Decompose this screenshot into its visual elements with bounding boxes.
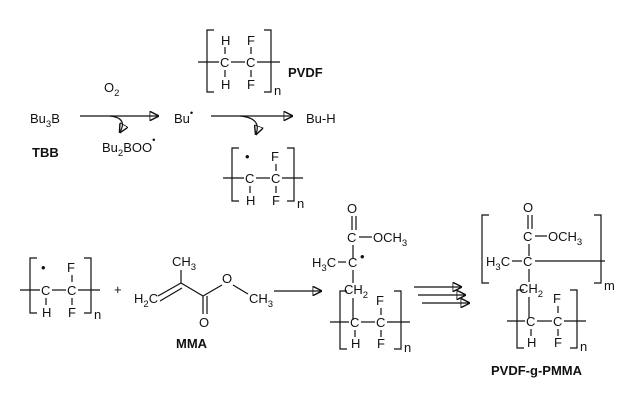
svg-text:H: H <box>221 33 230 48</box>
svg-text:CH2: CH2 <box>519 281 543 300</box>
svg-text:H: H <box>246 193 255 208</box>
svg-text:OCH3: OCH3 <box>373 230 407 249</box>
svg-text:•: • <box>360 249 365 264</box>
svg-text:F: F <box>553 291 561 306</box>
svg-text:C: C <box>526 314 535 329</box>
svg-text:H3C: H3C <box>486 254 510 273</box>
svg-text:C: C <box>553 314 562 329</box>
oxygen-label: O2 <box>104 80 119 99</box>
tbb-group: Bu3B TBB <box>30 111 60 160</box>
svg-text:C: C <box>246 55 255 70</box>
byproduct-arrow-1 <box>109 115 122 132</box>
svg-text:F: F <box>554 335 562 350</box>
svg-text:C: C <box>523 229 532 244</box>
byproduct-arrow-2 <box>239 115 257 134</box>
tbb-label: TBB <box>32 145 59 160</box>
svg-text:F: F <box>272 193 280 208</box>
svg-text:n: n <box>297 196 304 211</box>
mma-structure: CH3 H2C O O CH3 <box>134 254 273 330</box>
svg-text:H2C: H2C <box>134 291 158 310</box>
svg-text:F: F <box>68 305 76 320</box>
peroxy-label: Bu2BOO• <box>102 135 155 159</box>
svg-text:•: • <box>245 149 250 164</box>
svg-text:CH2: CH2 <box>344 282 368 301</box>
svg-text:C: C <box>220 55 229 70</box>
svg-text:C: C <box>245 171 254 186</box>
graft-radical-intermediate: O C OCH3 H3C C • CH2 F C C H F n <box>312 201 411 355</box>
svg-text:C: C <box>348 255 357 270</box>
svg-text:CH3: CH3 <box>249 291 273 310</box>
svg-text:O: O <box>347 201 357 216</box>
svg-text:•: • <box>41 260 46 275</box>
svg-text:H: H <box>527 335 536 350</box>
bu-h-label: Bu-H <box>306 111 336 126</box>
svg-text:CH3: CH3 <box>172 254 196 273</box>
svg-text:H: H <box>221 77 230 92</box>
svg-text:F: F <box>247 33 255 48</box>
svg-text:n: n <box>94 307 101 322</box>
svg-text:n: n <box>274 83 281 98</box>
svg-text:F: F <box>247 77 255 92</box>
svg-text:C: C <box>347 230 356 245</box>
svg-text:F: F <box>67 260 75 275</box>
svg-text:O: O <box>199 315 209 330</box>
svg-text:C: C <box>41 283 50 298</box>
pvdf-g-pmma-structure: m O C OCH3 H3C C CH2 F C C H F n <box>481 200 615 354</box>
pvdf-radical-reactant: • F C C H F n <box>20 257 101 322</box>
pvdf-repeat-unit: H F C C H F n <box>198 29 281 98</box>
svg-text:C: C <box>350 315 359 330</box>
multi-step-arrows <box>414 287 469 303</box>
svg-text:H: H <box>42 305 51 320</box>
svg-text:H3C: H3C <box>312 255 336 274</box>
mma-label: MMA <box>176 336 208 351</box>
svg-text:F: F <box>376 293 384 308</box>
svg-text:C: C <box>523 254 532 269</box>
svg-text:m: m <box>604 278 615 293</box>
bu-radical-label: Bu• <box>174 108 193 126</box>
svg-text:OCH3: OCH3 <box>548 229 582 248</box>
tbb-formula: Bu3B <box>30 111 60 130</box>
svg-text:n: n <box>404 340 411 355</box>
svg-text:F: F <box>271 149 279 164</box>
svg-text:n: n <box>580 339 587 354</box>
svg-text:C: C <box>67 283 76 298</box>
svg-text:O: O <box>523 200 533 215</box>
svg-text:F: F <box>377 336 385 351</box>
pvdf-radical-unit: • F C C H F n <box>223 147 304 211</box>
svg-text:C: C <box>271 171 280 186</box>
plus-sign: + <box>114 282 122 297</box>
pvdf-label: PVDF <box>288 65 323 80</box>
svg-text:H: H <box>351 336 360 351</box>
svg-text:O: O <box>222 271 232 286</box>
pvdf-g-pmma-label: PVDF-g-PMMA <box>491 363 583 378</box>
svg-text:C: C <box>376 315 385 330</box>
